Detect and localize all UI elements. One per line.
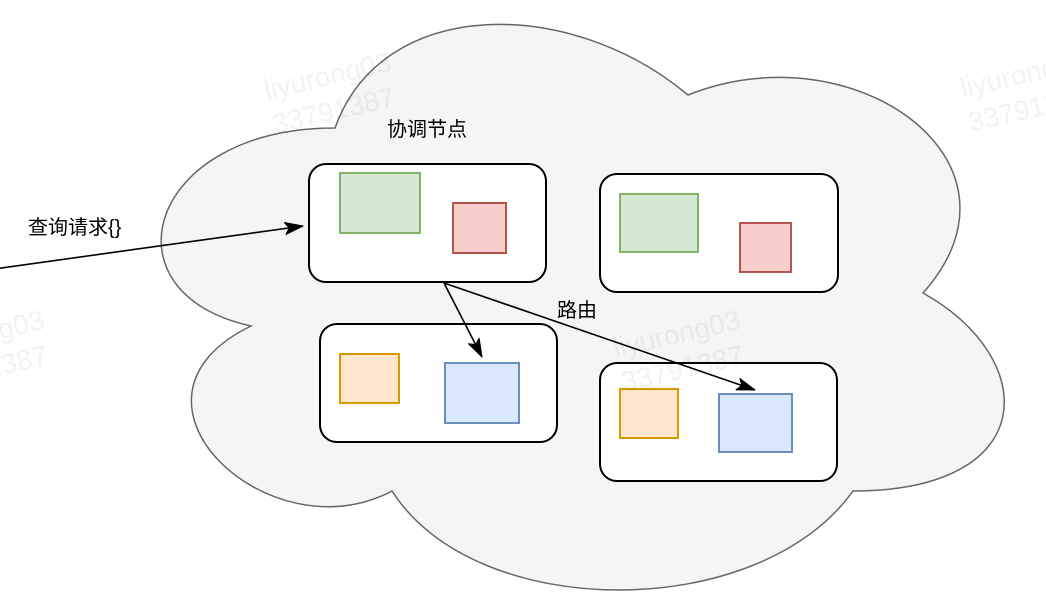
- coordinator-red-box: [452, 202, 507, 254]
- node-top-right: [599, 173, 839, 293]
- coordinator-node-label: 协调节点: [387, 119, 467, 141]
- top-right-red-box: [739, 222, 792, 273]
- bottom-left-blue-box: [444, 362, 520, 424]
- bottom-right-orange-box: [619, 388, 679, 439]
- route-label: 路由: [557, 300, 597, 322]
- query-request-label: 查询请求{}: [28, 217, 122, 239]
- bottom-left-orange-box: [339, 353, 400, 404]
- top-right-green-box: [619, 193, 699, 253]
- coordinator-green-box: [339, 172, 421, 234]
- bottom-right-blue-box: [718, 393, 793, 453]
